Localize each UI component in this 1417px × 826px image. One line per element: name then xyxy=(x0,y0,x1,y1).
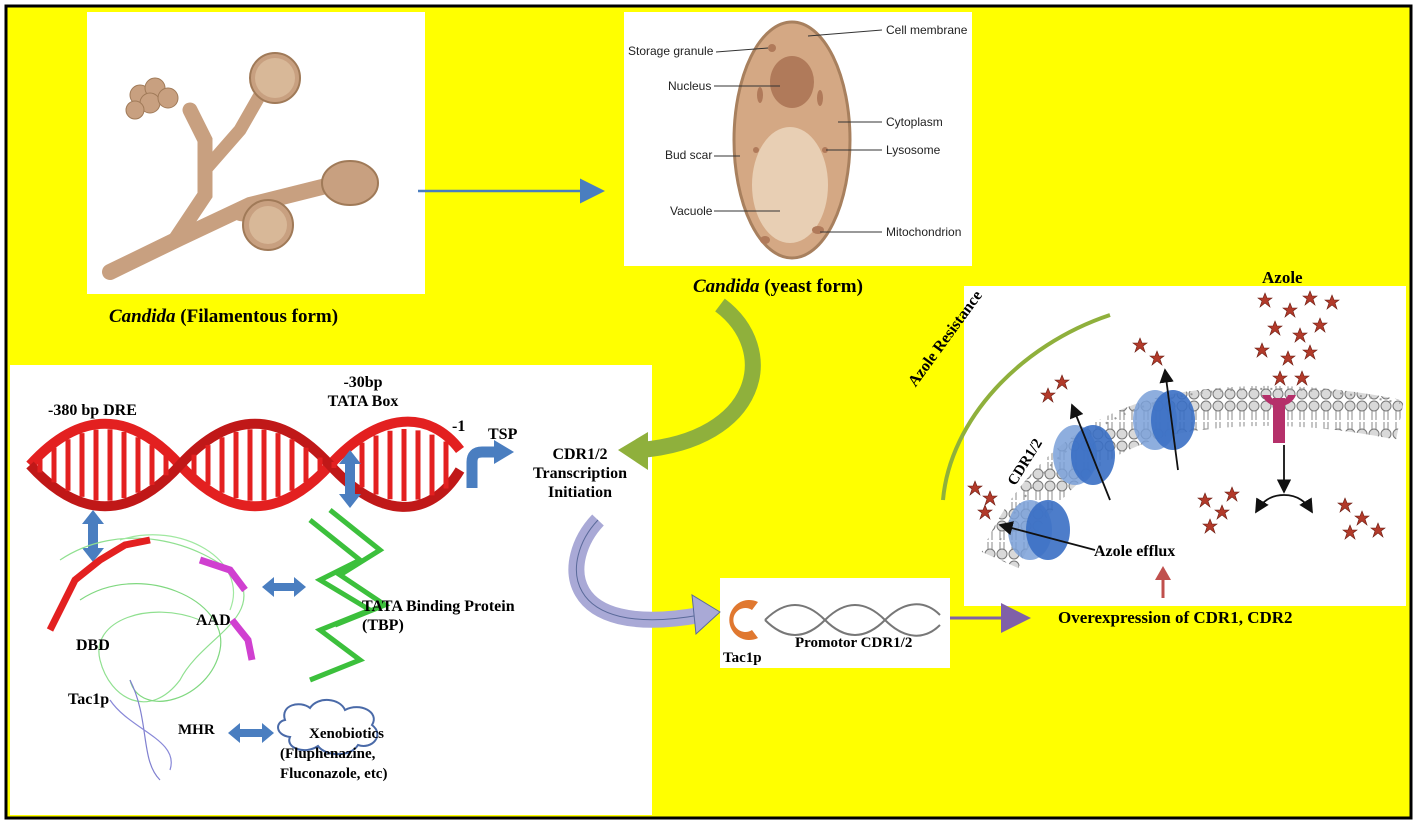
label-nucleus: Nucleus xyxy=(668,79,712,93)
label-cdr-transcription-1: CDR1/2 xyxy=(552,446,608,463)
label-cell-membrane: Cell membrane xyxy=(886,23,968,37)
promoter-dna xyxy=(764,603,941,637)
initiation-arrowhead xyxy=(691,594,721,636)
filamentous-caption: Candida (Filamentous form) xyxy=(109,306,338,328)
tac1p-protein-structure xyxy=(46,534,256,781)
lipid-bilayer xyxy=(981,385,1404,569)
mhr-xeno-double-arrow xyxy=(228,723,274,743)
yeast-caption-genus: Candida xyxy=(693,276,760,297)
label-xenobiotics-3: Fluconazole, etc) xyxy=(280,766,388,782)
label-xenobiotics-2: (Fluphenazine, xyxy=(280,746,376,762)
label-bud-scar: Bud scar xyxy=(665,148,713,162)
xenobiotics-cloud xyxy=(277,699,379,756)
tac-promoter-panel xyxy=(720,578,950,668)
tata-tbp-double-arrow xyxy=(339,450,361,508)
yeast-to-promoter-arrowhead xyxy=(618,432,648,470)
tsp-arrowhead xyxy=(494,440,514,464)
tbp-protein-structure xyxy=(308,508,391,683)
label-cdr-transcription-3: Initiation xyxy=(547,484,612,501)
yeast-caption: Candida (yeast form) xyxy=(693,276,863,298)
label-tata-box: TATA Box xyxy=(327,393,399,410)
azole-receptor xyxy=(1255,395,1313,514)
label-azole: Azole xyxy=(1262,268,1303,287)
yeast-cell xyxy=(732,20,852,260)
label-tata-bp: -30bp xyxy=(343,374,383,391)
label-xenobiotics-1: Xenobiotics xyxy=(309,726,384,742)
overexpression-up-arrowhead xyxy=(1155,566,1171,580)
azole-resistance-arc xyxy=(941,313,1111,501)
label-tsp: TSP xyxy=(488,426,518,443)
yeast-leader-lines xyxy=(714,29,883,233)
label-mitochondrion: Mitochondrion xyxy=(886,225,962,239)
label-tac1p-small: Tac1p xyxy=(723,650,762,666)
initiation-arrow-outline xyxy=(575,519,701,621)
label-vacuole: Vacuole xyxy=(670,204,713,218)
cdr-pumps xyxy=(1008,390,1195,560)
label-lysosome: Lysosome xyxy=(886,143,941,157)
label-aad: AAD xyxy=(196,612,231,629)
hyphae-spores xyxy=(125,52,379,251)
dna-helix xyxy=(26,416,465,512)
label-minus-one: -1 xyxy=(452,418,466,435)
filamentous-caption-form: (Filamentous form) xyxy=(175,306,339,327)
label-tbp-2: (TBP) xyxy=(362,617,404,634)
dna-rungs xyxy=(37,429,449,501)
tsp-arrow xyxy=(466,446,498,488)
label-tbp-1: TATA Binding Protein xyxy=(362,598,515,615)
aad-tbp-double-arrow xyxy=(262,577,306,597)
filamentous-caption-genus: Candida xyxy=(109,306,176,327)
label-overexpression: Overexpression of CDR1, CDR2 xyxy=(1058,608,1293,627)
efflux-arrows xyxy=(998,368,1179,551)
label-cytoplasm: Cytoplasm xyxy=(886,115,943,129)
yeast-to-promoter-arrow xyxy=(639,298,761,458)
tac1p-c-shape xyxy=(729,600,758,640)
label-dbd: DBD xyxy=(76,637,110,654)
label-storage-granule: Storage granule xyxy=(628,44,714,58)
dre-dbd-double-arrow xyxy=(82,510,104,562)
label-cdr-transcription-2: Transcription xyxy=(533,465,627,482)
label-dre: -380 bp DRE xyxy=(48,402,137,419)
yeast-caption-form: (yeast form) xyxy=(759,276,863,297)
label-mhr: MHR xyxy=(178,722,215,738)
label-tac1p: Tac1p xyxy=(68,691,110,708)
label-azole-efflux: Azole efflux xyxy=(1094,543,1176,560)
label-promotor: Promotor CDR1/2 xyxy=(795,635,913,651)
